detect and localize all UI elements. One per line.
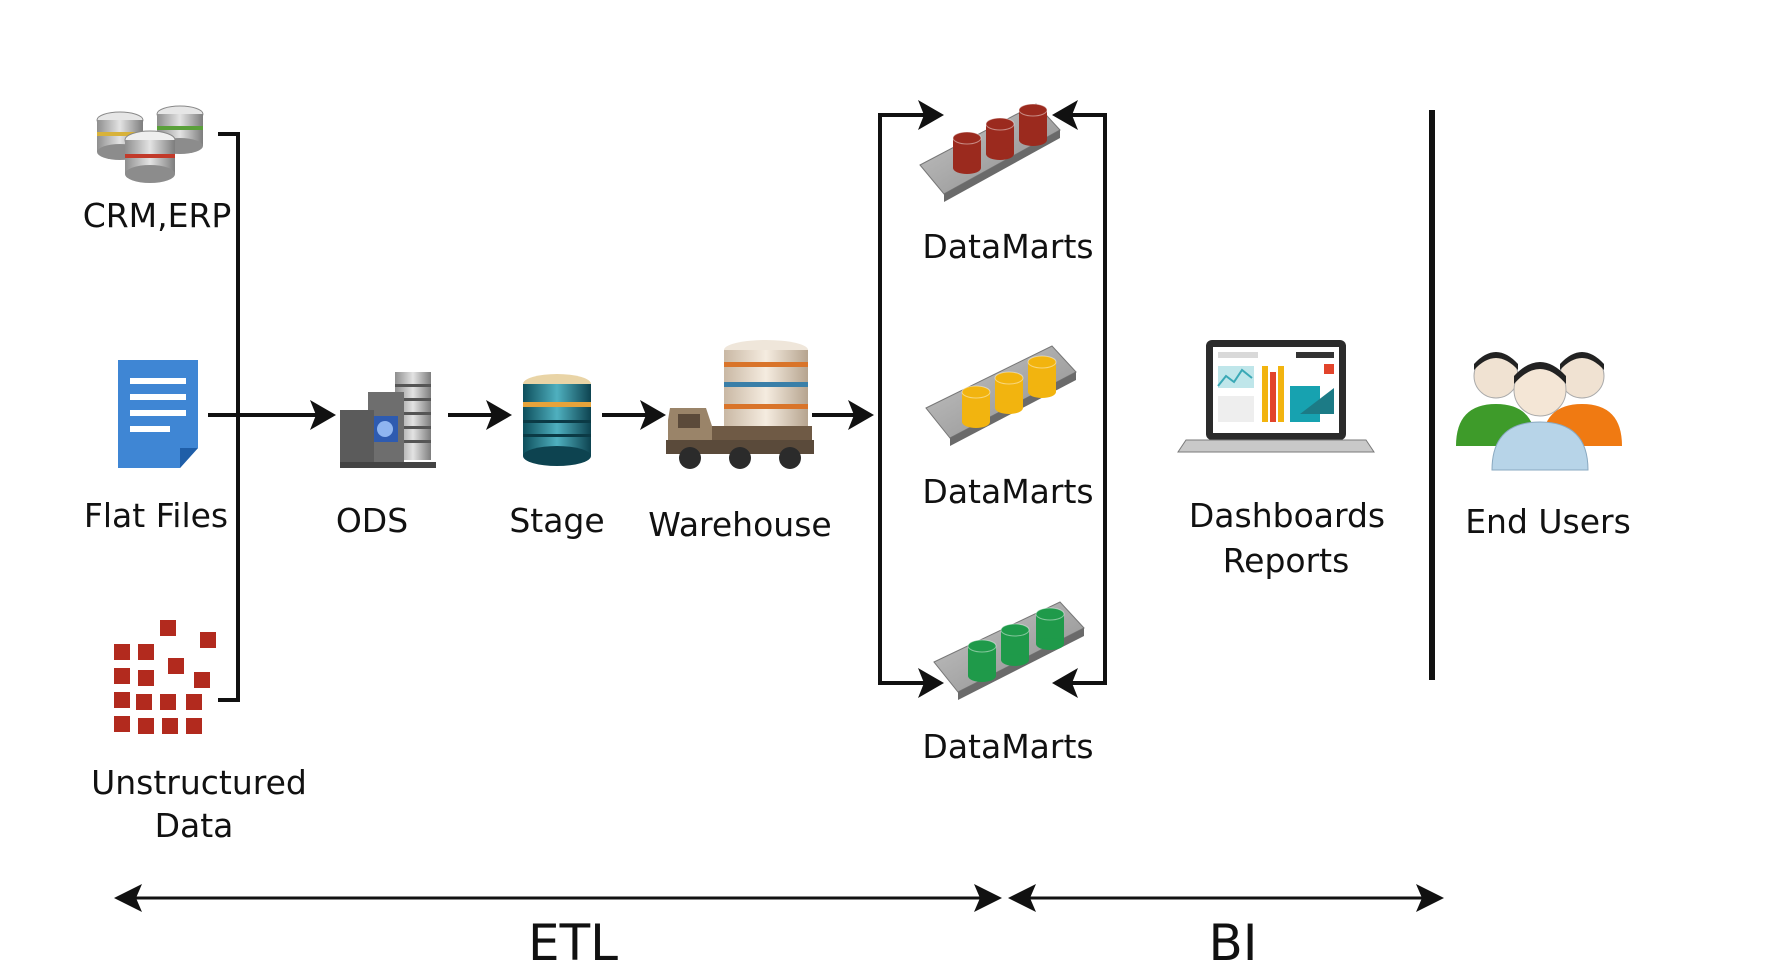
arrow-into-datamart-top-left — [918, 100, 944, 130]
bi-span-label: BI — [1208, 914, 1258, 972]
stage-label: Stage — [509, 501, 605, 540]
stage-cylinder-icon — [523, 374, 591, 466]
database-cluster-icon — [96, 105, 204, 183]
unstructured-blocks-icon — [114, 620, 216, 734]
end-users-label: End Users — [1465, 502, 1631, 541]
warehouse-truck-icon — [666, 340, 814, 469]
datamarts-bottom-label: DataMarts — [922, 727, 1094, 766]
ods-server-icon — [340, 372, 436, 468]
datamart-bottom-icon — [933, 601, 1085, 700]
arrow-into-datamart-bottom-left — [918, 668, 944, 698]
sources-bracket — [208, 132, 320, 702]
arrow-into-datamart-top-right — [1052, 100, 1078, 130]
warehouse-label: Warehouse — [648, 505, 832, 544]
ods-label: ODS — [335, 501, 409, 540]
arrow-to-datamarts — [848, 400, 874, 430]
etl-span-label: ETL — [528, 914, 618, 972]
arrow-to-ods — [310, 400, 336, 430]
dashboards-label-line2: Reports — [1222, 541, 1350, 580]
datamart-top-icon — [919, 103, 1061, 202]
bi-range-arrow — [1008, 884, 1444, 912]
dashboard-laptop-icon — [1177, 340, 1375, 453]
user-group-icon — [1456, 352, 1622, 471]
arrow-to-warehouse — [640, 400, 666, 430]
datamarts-right-bracket — [1072, 113, 1107, 685]
etl-range-arrow — [114, 884, 1002, 912]
crm-erp-label: CRM,ERP — [82, 196, 232, 235]
unstructured-label-line2: Data — [154, 806, 234, 845]
datamarts-top-label: DataMarts — [922, 227, 1094, 266]
flat-files-label: Flat Files — [83, 496, 229, 535]
document-icon — [118, 360, 198, 468]
datamart-middle-icon — [925, 345, 1077, 446]
arrow-into-datamart-bottom-right — [1052, 668, 1078, 698]
arrow-to-stage — [486, 400, 512, 430]
datamarts-middle-label: DataMarts — [922, 472, 1094, 511]
datamarts-left-bracket — [878, 113, 926, 685]
dashboards-label-line1: Dashboards — [1188, 496, 1386, 535]
unstructured-label-line1: Unstructured — [91, 763, 307, 802]
